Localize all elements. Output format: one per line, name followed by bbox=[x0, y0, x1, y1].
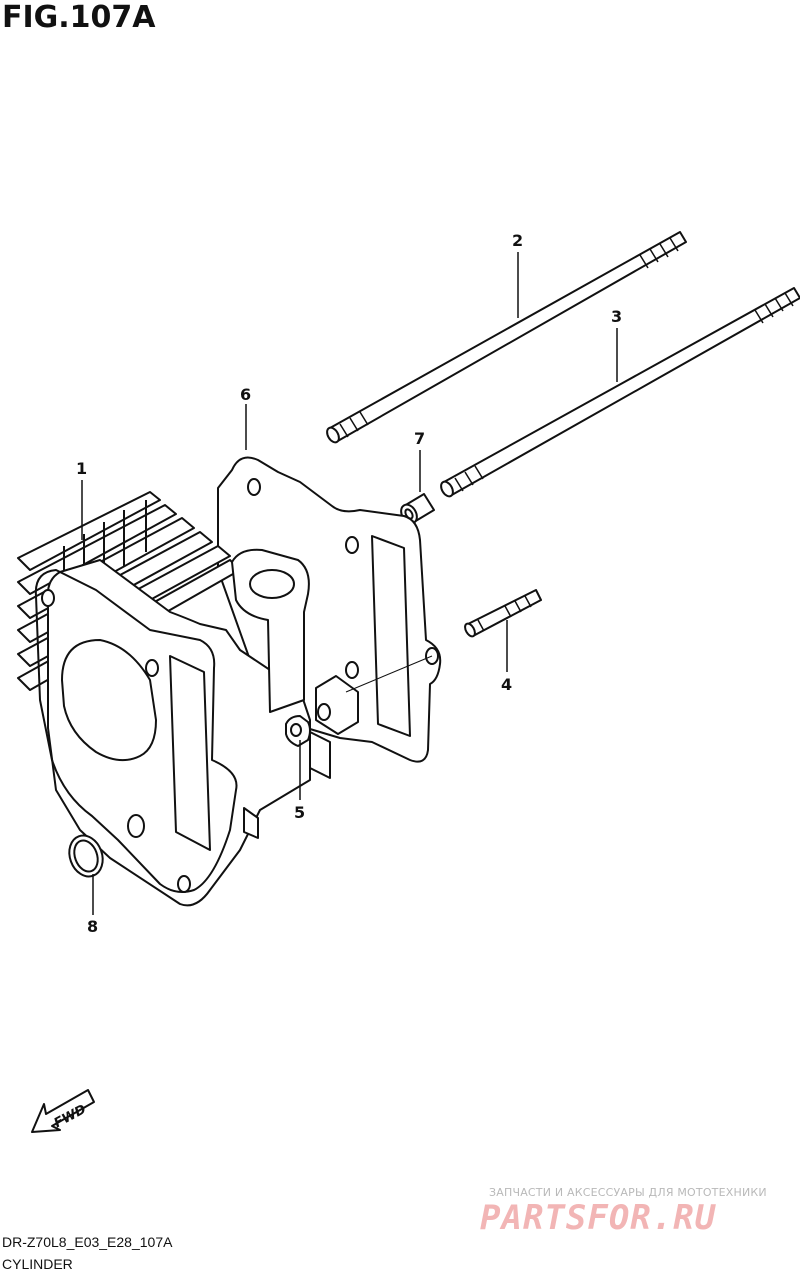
callout-4: 4 bbox=[501, 675, 512, 694]
watermark-tagline: ЗАПЧАСТИ И АКСЕССУАРЫ ДЛЯ МОТОТЕХНИКИ bbox=[489, 1186, 767, 1199]
nut-part-5 bbox=[285, 675, 359, 779]
watermark-logo: PARTSFOR.RU bbox=[480, 1198, 717, 1238]
diagram-code: DR-Z70L8_E03_E28_107A bbox=[2, 1234, 173, 1250]
figure-title: FIG.107A bbox=[2, 0, 156, 35]
stud-bolt-short-part-4 bbox=[464, 589, 542, 638]
fwd-arrow-icon bbox=[31, 1089, 95, 1133]
diagram-name: CYLINDER bbox=[2, 1256, 73, 1272]
stud-bolt-long-part-2 bbox=[326, 231, 687, 444]
cylinder-body-part-1 bbox=[17, 491, 311, 907]
callout-8: 8 bbox=[87, 917, 98, 936]
o-ring-part-8 bbox=[68, 834, 104, 878]
callout-6: 6 bbox=[240, 385, 251, 404]
callout-2: 2 bbox=[512, 231, 523, 250]
callout-1: 1 bbox=[76, 459, 87, 478]
callout-5: 5 bbox=[294, 803, 305, 822]
callout-3: 3 bbox=[611, 307, 622, 326]
callout-7: 7 bbox=[414, 429, 425, 448]
stud-bolt-long-part-3 bbox=[440, 287, 800, 498]
